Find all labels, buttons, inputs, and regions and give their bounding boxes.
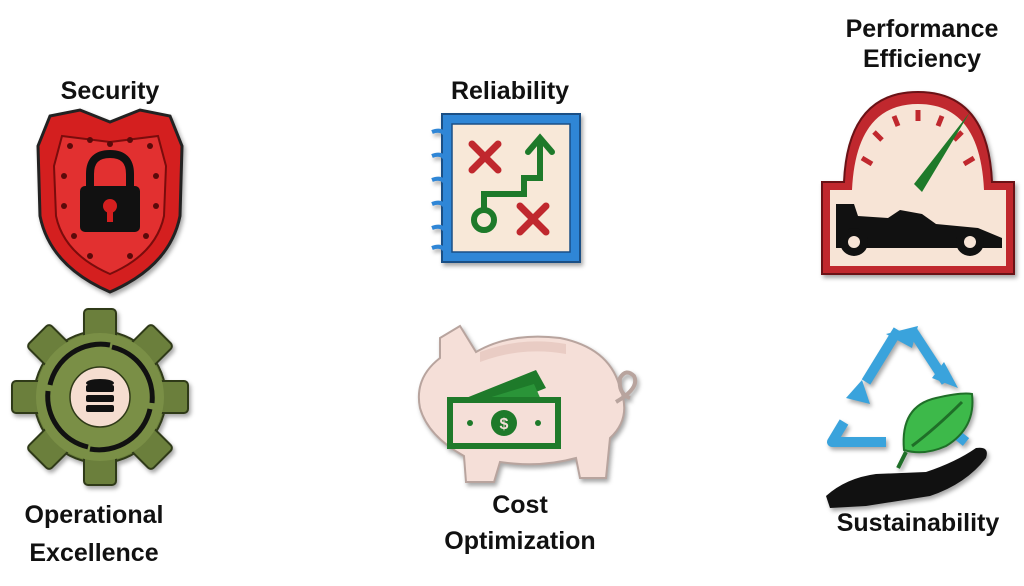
- svg-text:$: $: [500, 416, 509, 433]
- pillar-operational-excellence-label: Operational Excellence: [24, 501, 164, 567]
- pillar-reliability-label: Reliability: [450, 77, 570, 105]
- pillar-security-label: Security: [60, 77, 160, 105]
- pillar-cost-optimization-label: Cost Optimization: [444, 491, 596, 555]
- gear-cycle-database-icon: [11, 308, 189, 486]
- piggy-bank-money-icon: $: [418, 324, 638, 483]
- playbook-icon: [431, 113, 581, 263]
- speedometer-racecar-icon: [821, 90, 1015, 275]
- pillar-performance-efficiency-label: Performance Efficiency: [845, 15, 999, 73]
- recycle-leaf-hand-icon: [826, 326, 987, 508]
- shield-lock-icon: [36, 108, 184, 294]
- pillar-sustainability-label: Sustainability: [836, 509, 1000, 537]
